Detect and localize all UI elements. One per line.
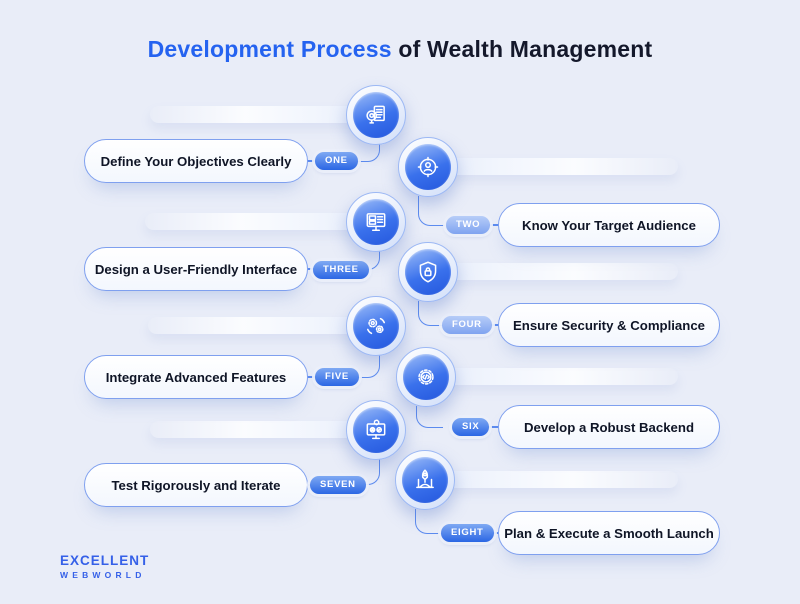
shield-lock-icon bbox=[405, 249, 451, 295]
step-icon-circle bbox=[395, 450, 455, 510]
objectives-document-icon bbox=[353, 92, 399, 138]
motion-streak bbox=[148, 317, 360, 334]
step-number-badge: FIVE bbox=[315, 368, 359, 386]
step-label: Know Your Target Audience bbox=[522, 217, 696, 233]
step-label: Integrate Advanced Features bbox=[105, 369, 287, 385]
motion-streak bbox=[145, 213, 360, 230]
step-icon-circle bbox=[346, 192, 406, 252]
step-icon-circle bbox=[398, 137, 458, 197]
step-pill: Test Rigorously and Iterate bbox=[84, 463, 308, 507]
connector-line bbox=[489, 532, 500, 534]
motion-streak bbox=[448, 158, 678, 175]
motion-streak bbox=[446, 368, 678, 385]
connector-line bbox=[304, 376, 318, 378]
connector-line bbox=[304, 484, 314, 486]
step-pill: Integrate Advanced Features bbox=[84, 355, 308, 399]
connector-line bbox=[353, 459, 380, 485]
step-label: Test Rigorously and Iterate bbox=[111, 477, 281, 493]
step-pill: Develop a Robust Backend bbox=[498, 405, 720, 449]
step-label: Define Your Objectives Clearly bbox=[100, 153, 292, 169]
connector-line bbox=[487, 426, 500, 428]
connector-line bbox=[487, 324, 500, 326]
step-pill: Define Your Objectives Clearly bbox=[84, 139, 308, 183]
gears-integration-icon bbox=[353, 303, 399, 349]
motion-streak bbox=[150, 106, 362, 123]
step-number-badge: FOUR bbox=[442, 316, 492, 334]
step-number-text: ONE bbox=[325, 155, 348, 166]
gear-code-icon bbox=[403, 354, 449, 400]
step-number-text: SIX bbox=[462, 421, 480, 432]
motion-streak bbox=[445, 471, 678, 488]
excellent-webworld-logo: EXCELLENT WEBWORLD bbox=[60, 553, 149, 580]
step-number-text: TWO bbox=[456, 219, 481, 230]
logo-line2: WEBWORLD bbox=[60, 570, 146, 580]
ui-design-monitor-icon bbox=[353, 199, 399, 245]
connector-line bbox=[418, 196, 445, 226]
step-number-text: EIGHT bbox=[451, 527, 484, 538]
connector-line bbox=[418, 301, 445, 326]
step-label: Design a User-Friendly Interface bbox=[94, 261, 298, 277]
step-label: Develop a Robust Backend bbox=[523, 419, 694, 435]
step-icon-circle bbox=[346, 85, 406, 145]
target-audience-icon bbox=[405, 144, 451, 190]
page-title: Development Process of Wealth Management bbox=[0, 36, 800, 63]
step-number-badge: SIX bbox=[452, 418, 490, 436]
connector-line bbox=[415, 509, 442, 534]
step-label: Plan & Execute a Smooth Launch bbox=[504, 525, 714, 541]
monitor-testing-icon bbox=[353, 407, 399, 453]
logo-line1: EXCELLENT bbox=[60, 553, 150, 568]
step-label: Ensure Security & Compliance bbox=[512, 317, 705, 333]
step-pill: Plan & Execute a Smooth Launch bbox=[498, 511, 720, 555]
rocket-launch-icon bbox=[402, 457, 448, 503]
step-icon-circle bbox=[396, 347, 456, 407]
step-number-badge: EIGHT bbox=[441, 524, 494, 542]
connector-line bbox=[304, 160, 318, 162]
step-number-badge: SEVEN bbox=[310, 476, 366, 494]
title-highlight: Development Process bbox=[147, 36, 392, 62]
connector-line bbox=[353, 144, 380, 162]
motion-streak bbox=[448, 263, 678, 280]
step-pill: Know Your Target Audience bbox=[498, 203, 720, 247]
step-number-text: SEVEN bbox=[320, 479, 356, 490]
step-number-text: THREE bbox=[323, 264, 359, 275]
step-number-badge: ONE bbox=[315, 152, 358, 170]
connector-line bbox=[353, 355, 380, 378]
step-number-text: FOUR bbox=[452, 319, 482, 330]
step-icon-circle bbox=[398, 242, 458, 302]
title-rest: of Wealth Management bbox=[398, 36, 653, 62]
step-number-text: FIVE bbox=[325, 371, 349, 382]
step-pill: Design a User-Friendly Interface bbox=[84, 247, 308, 291]
step-icon-circle bbox=[346, 296, 406, 356]
step-icon-circle bbox=[346, 400, 406, 460]
connector-line bbox=[486, 224, 500, 226]
step-pill: Ensure Security & Compliance bbox=[498, 303, 720, 347]
connector-line bbox=[304, 268, 316, 270]
step-number-badge: TWO bbox=[446, 216, 491, 234]
motion-streak bbox=[150, 421, 360, 438]
step-number-badge: THREE bbox=[313, 261, 369, 279]
connector-line bbox=[416, 406, 443, 428]
